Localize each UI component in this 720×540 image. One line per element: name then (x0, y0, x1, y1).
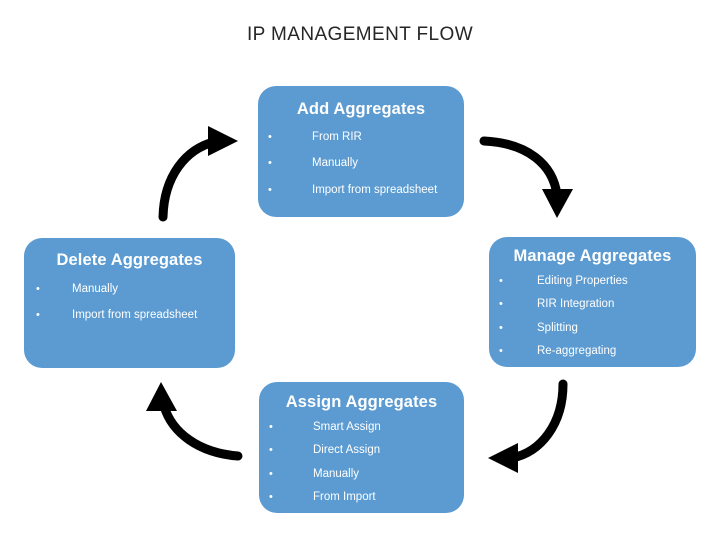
node-add-aggregates[interactable]: Add Aggregates • From RIR • Manually • I… (258, 86, 464, 217)
bullet-icon: • (36, 309, 40, 322)
list-item: • Import from spreadsheet (36, 310, 235, 322)
bullet-label: Import from spreadsheet (312, 183, 438, 196)
list-item: • Splitting (499, 321, 696, 335)
bullet-icon: • (268, 157, 272, 170)
bullet-icon: • (269, 491, 273, 504)
bullet-label: Smart Assign (313, 420, 381, 433)
bullet-label: Re-aggregating (537, 345, 617, 358)
bullet-label: Editing Properties (537, 274, 628, 287)
bullet-label: From RIR (312, 130, 362, 143)
bullet-icon: • (36, 282, 40, 295)
node-assign-aggregates[interactable]: Assign Aggregates • Smart Assign • Direc… (259, 382, 464, 513)
arrow-add-to-manage (479, 136, 573, 218)
node-bullet-list: • Manually • Import from spreadsheet (24, 282, 235, 322)
node-title: Add Aggregates (296, 100, 426, 118)
bullet-label: Manually (312, 157, 359, 170)
node-title: Delete Aggregates (56, 251, 203, 269)
arrow-manage-to-assign (488, 379, 568, 473)
bullet-icon: • (268, 130, 272, 143)
list-item: • Manually (268, 158, 464, 170)
arrow-delete-to-add (158, 126, 238, 222)
node-delete-aggregates[interactable]: Delete Aggregates • Manually • Import fr… (24, 238, 235, 368)
bullet-label: Import from spreadsheet (72, 309, 198, 322)
node-title: Manage Aggregates (513, 247, 672, 265)
bullet-icon: • (269, 420, 273, 433)
node-manage-aggregates[interactable]: Manage Aggregates • Editing Properties •… (489, 237, 696, 367)
list-item: • RIR Integration (499, 299, 696, 311)
bullet-label: RIR Integration (537, 298, 615, 311)
list-item: • Smart Assign (269, 420, 464, 434)
page-title: IP MANAGEMENT FLOW (246, 24, 474, 45)
bullet-icon: • (499, 321, 503, 334)
list-item: • Re-aggregating (499, 346, 696, 358)
bullet-icon: • (269, 444, 273, 457)
bullet-icon: • (499, 298, 503, 311)
node-bullet-list: • Editing Properties • RIR Integration •… (489, 274, 696, 358)
list-item: • Direct Assign (269, 445, 464, 457)
bullet-label: From Import (313, 491, 376, 504)
bullet-icon: • (499, 274, 503, 287)
node-bullet-list: • Smart Assign • Direct Assign • Manuall… (259, 420, 464, 504)
list-item: • Import from spreadsheet (268, 183, 464, 197)
arrow-assign-to-delete (146, 382, 243, 461)
list-item: • Manually (269, 467, 464, 481)
node-bullet-list: • From RIR • Manually • Import from spre… (258, 130, 464, 197)
bullet-icon: • (499, 345, 503, 358)
bullet-icon: • (269, 467, 273, 480)
list-item: • Editing Properties (499, 274, 696, 288)
bullet-icon: • (268, 183, 272, 196)
bullet-label: Manually (72, 282, 119, 295)
bullet-label: Direct Assign (313, 444, 381, 457)
bullet-label: Manually (313, 467, 360, 480)
bullet-label: Splitting (537, 321, 578, 334)
list-item: • From Import (269, 492, 464, 504)
list-item: • From RIR (268, 130, 464, 144)
list-item: • Manually (36, 282, 235, 296)
node-title: Assign Aggregates (285, 393, 438, 411)
